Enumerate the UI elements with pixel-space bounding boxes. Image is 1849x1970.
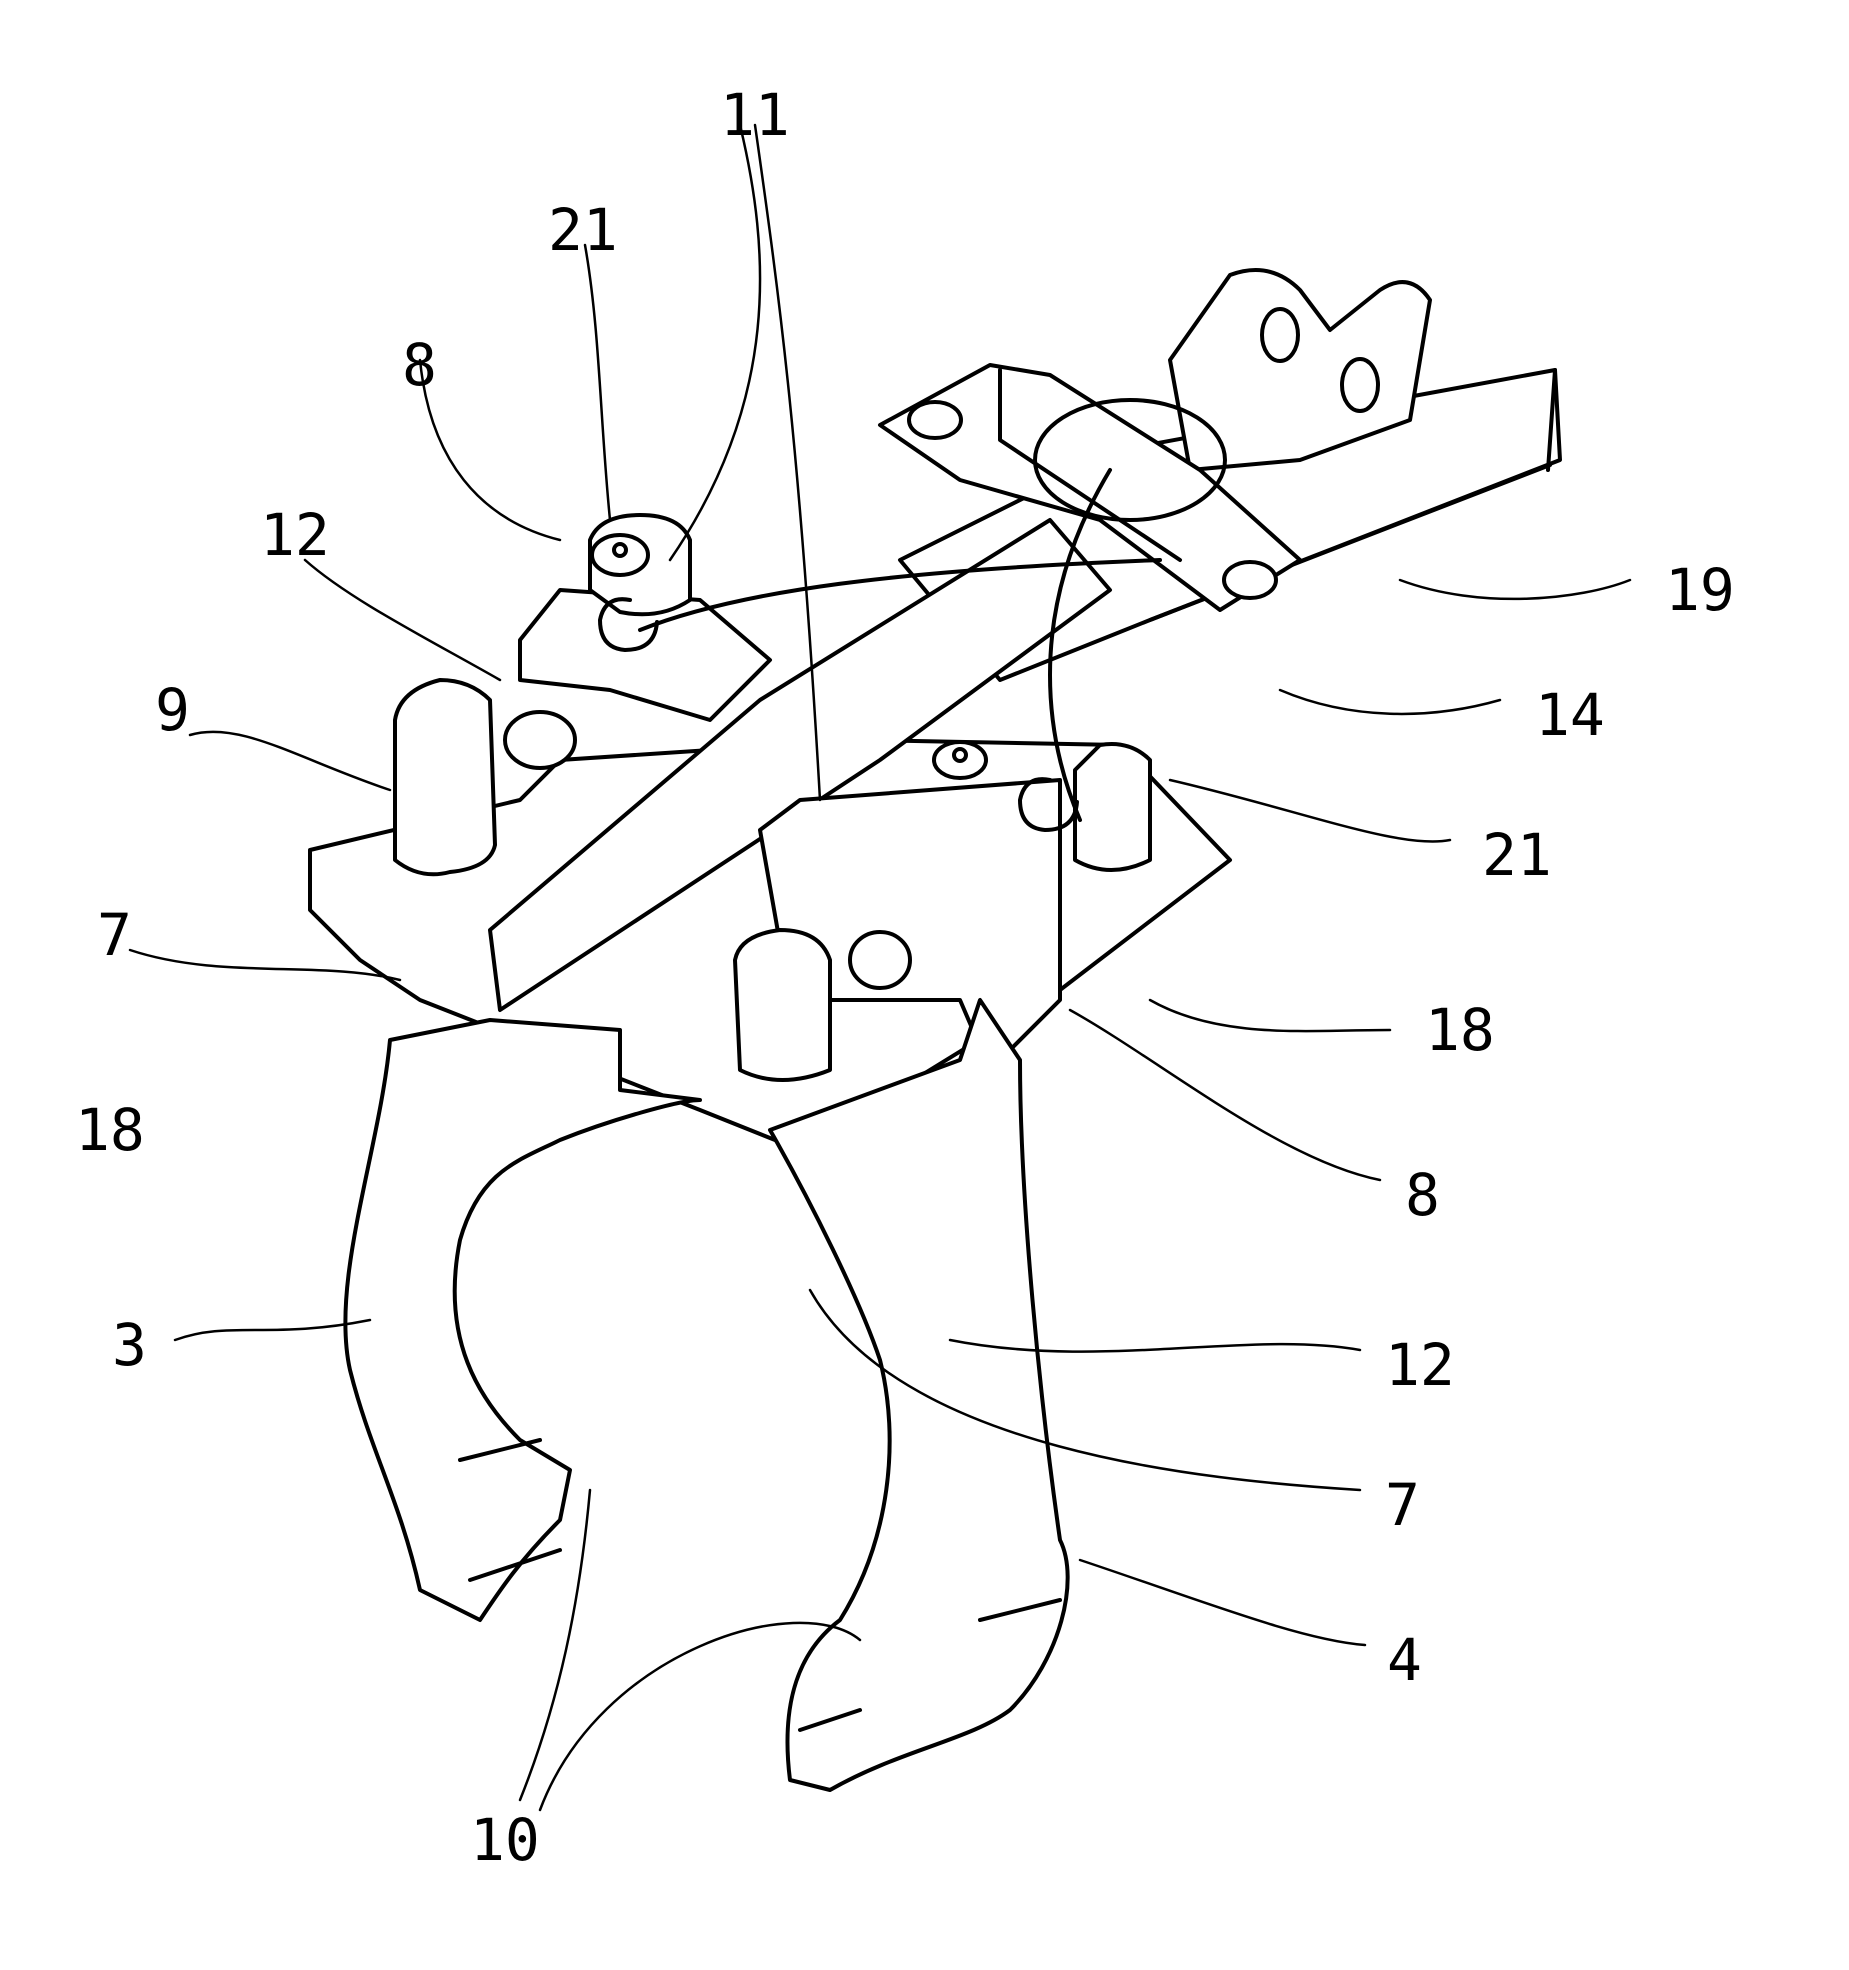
label-18-right: 18: [1425, 996, 1495, 1064]
right-pedal-lever: [770, 1000, 1068, 1790]
label-21-right: 21: [1482, 821, 1552, 889]
hex-bolt: [395, 680, 495, 874]
label-18-left: 18: [75, 1096, 145, 1164]
label-8-right: 8: [1405, 1161, 1440, 1229]
hex-bolt: [735, 930, 830, 1080]
hex-bolt: [1224, 562, 1276, 598]
pin: [850, 932, 910, 988]
label-19: 19: [1665, 556, 1735, 624]
label-12-right: 12: [1385, 1331, 1455, 1399]
label-14: 14: [1535, 681, 1605, 749]
hex-bolt: [909, 402, 961, 438]
label-9: 9: [155, 676, 190, 744]
hex-bolt: [1075, 744, 1150, 870]
label-12-top: 12: [260, 501, 330, 569]
cap-nut: [934, 742, 986, 778]
label-8-top: 8: [402, 331, 437, 399]
pin: [505, 712, 575, 768]
label-10: 10: [470, 1806, 540, 1874]
label-11: 11: [720, 81, 790, 149]
label-7-right: 7: [1385, 1471, 1420, 1539]
label-3: 3: [112, 1311, 147, 1379]
label-4: 4: [1387, 1626, 1422, 1694]
left-pedal-lever: [345, 1020, 700, 1620]
label-7-left: 7: [97, 901, 132, 969]
label-21-top: 21: [548, 196, 618, 264]
cap-nut: [592, 535, 648, 575]
